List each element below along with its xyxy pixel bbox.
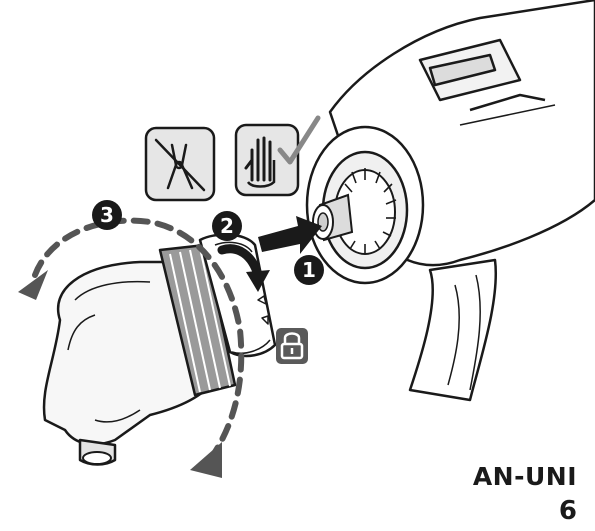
step-badge-1: 1 [294, 255, 324, 285]
hand-check-icon [236, 118, 318, 195]
lock-icon [276, 328, 308, 364]
drill-chuck [307, 127, 423, 283]
angle-attachment [44, 235, 275, 465]
figure-number: 6 [559, 496, 577, 526]
step-3-label: 3 [100, 203, 114, 227]
step-badge-3: 3 [92, 200, 122, 230]
step-badge-2: 2 [212, 211, 242, 241]
step-1-label: 1 [302, 258, 316, 282]
no-pliers-icon [146, 128, 214, 200]
step-2-label: 2 [220, 214, 234, 238]
model-code: AN-UNI [473, 462, 577, 491]
